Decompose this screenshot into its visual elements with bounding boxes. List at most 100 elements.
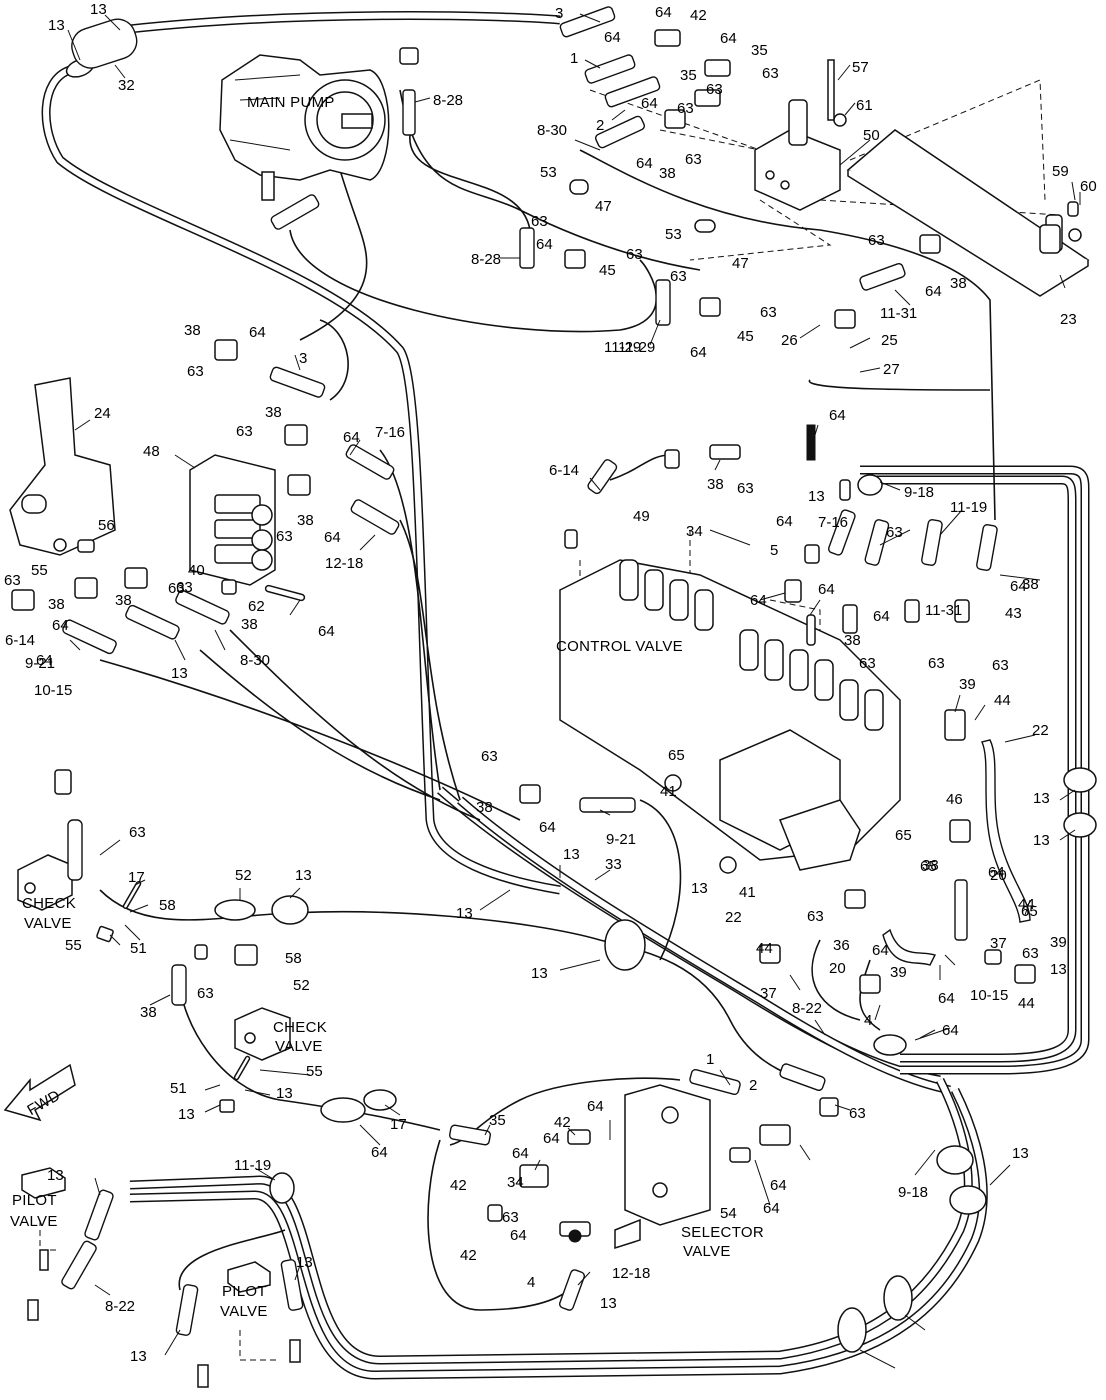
part-callout: 64: [829, 407, 846, 424]
block-50: [754, 99, 841, 211]
part-callout: 65: [895, 827, 912, 844]
pilot-valve-left: [21, 1167, 66, 1321]
part-callout: 63: [276, 528, 293, 545]
part-callout: 64: [636, 155, 653, 172]
part-callout: 13: [296, 1254, 313, 1271]
part-callout: 59: [1052, 163, 1069, 180]
part-callout: 38: [922, 857, 939, 874]
part-callout: 8-28: [433, 92, 463, 109]
part-callout: 64: [36, 652, 53, 669]
part-callout: 11-29: [618, 339, 655, 356]
part-callout: 55: [31, 562, 48, 579]
part-callout: 38: [476, 799, 493, 816]
part-callout: 8-22: [792, 1000, 822, 1017]
part-callout: 44: [1018, 896, 1035, 913]
part-callout: 64: [249, 324, 266, 341]
part-callout: 53: [665, 226, 682, 243]
hose-lines: [99, 79, 996, 1311]
part-callout: 8-28: [471, 251, 501, 268]
part-callout: 13: [691, 880, 708, 897]
part-callout: 9-18: [904, 484, 934, 501]
part-callout: 63: [531, 213, 548, 230]
part-callout: 33: [605, 856, 622, 873]
part-callout: 39: [959, 676, 976, 693]
part-callout: 43: [1005, 605, 1022, 622]
part-callout: 63: [886, 524, 903, 541]
pilot-valve-label-2b: VALVE: [220, 1303, 268, 1320]
part-callout: 64: [872, 942, 889, 959]
part-callout: 23: [1060, 311, 1077, 328]
part-callout: 34: [686, 523, 703, 540]
part-callout: 44: [1018, 995, 1035, 1012]
part-callout: 38: [140, 1004, 157, 1021]
check-valve-lower: [234, 1007, 291, 1061]
part-callout: 63: [737, 480, 754, 497]
part-callout: 32: [118, 77, 135, 94]
part-callout: 37: [760, 985, 777, 1002]
part-callout: 64: [510, 1227, 527, 1244]
part-callout: 34: [507, 1174, 524, 1191]
part-callout: 9-21: [606, 831, 636, 848]
mounting-plate: [827, 59, 1090, 297]
pilot-valve-right: [197, 1261, 301, 1388]
part-callout: 63: [481, 748, 498, 765]
part-callout: 64: [690, 344, 707, 361]
part-callout: 13: [563, 846, 580, 863]
part-callout: 38: [844, 632, 861, 649]
part-callout: 63: [849, 1105, 866, 1122]
part-callout: 64: [720, 30, 737, 47]
part-callout: 38: [184, 322, 201, 339]
part-callout: 38: [659, 165, 676, 182]
part-callout: 8-22: [105, 1298, 135, 1315]
part-callout: 22: [1032, 722, 1049, 739]
part-callout: 41: [660, 783, 677, 800]
part-callout: 17: [390, 1116, 407, 1133]
part-callout: 9-18: [898, 1184, 928, 1201]
part-callout: 63: [677, 100, 694, 117]
part-callout: 6-14: [549, 462, 579, 479]
part-callout: 41: [739, 884, 756, 901]
part-callout: 3: [299, 350, 307, 367]
part-callout: 4: [527, 1274, 535, 1291]
part-callout: 65: [920, 858, 937, 875]
part-callout: 42: [450, 1177, 467, 1194]
part-callout: 64: [770, 1177, 787, 1194]
part-callout: 63: [129, 824, 146, 841]
part-callout: 64: [763, 1200, 780, 1217]
part-callout: 44: [756, 940, 773, 957]
part-callout: 7-16: [818, 514, 848, 531]
part-callout: 5: [770, 542, 778, 559]
part-callout: 64: [343, 429, 360, 446]
check-valve-label-1b: VALVE: [24, 915, 72, 932]
part-callout: 13: [600, 1295, 617, 1312]
part-callout: 49: [633, 508, 650, 525]
check-valve-left: [17, 854, 73, 911]
part-callout: 3: [555, 5, 563, 22]
part-callout: 63: [868, 232, 885, 249]
part-callout: 63: [187, 363, 204, 380]
part-callout: 42: [554, 1114, 571, 1131]
selector-valve-label-b: VALVE: [683, 1243, 731, 1260]
part-callout: 64: [942, 1022, 959, 1039]
part-callout: 39: [890, 964, 907, 981]
part-callout: 35: [489, 1112, 506, 1129]
part-callout: 13: [295, 867, 312, 884]
part-callout: 64: [604, 29, 621, 46]
part-callout: 63: [168, 580, 185, 597]
part-callout: 11-31: [880, 305, 917, 322]
part-callout: 26: [781, 332, 798, 349]
part-callout: 17: [128, 869, 145, 886]
part-callout: 64: [925, 283, 942, 300]
part-callout: 37: [990, 935, 1007, 952]
part-callout: 40: [188, 562, 205, 579]
part-callout: 13: [178, 1106, 195, 1123]
part-callout: 38: [241, 616, 258, 633]
part-callout: 13: [171, 665, 188, 682]
part-callout: 38: [950, 275, 967, 292]
part-callout: 2: [596, 117, 604, 134]
part-callout: 63: [706, 81, 723, 98]
part-callout: 20: [829, 960, 846, 977]
part-callout: 64: [371, 1144, 388, 1161]
part-callout: 47: [595, 198, 612, 215]
